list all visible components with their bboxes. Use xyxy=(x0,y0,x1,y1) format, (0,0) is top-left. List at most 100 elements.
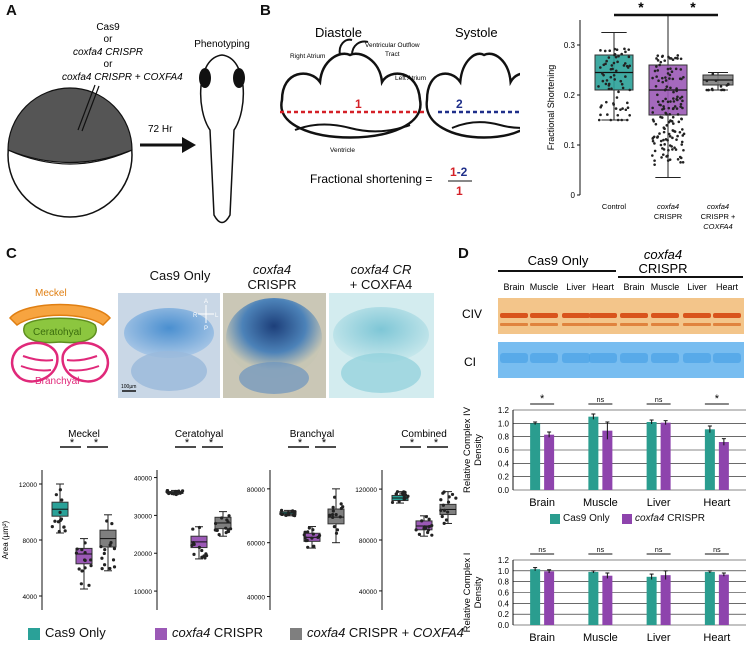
data-point xyxy=(679,68,683,71)
phenotyping-label: Phenotyping xyxy=(194,39,250,50)
data-point xyxy=(175,490,179,494)
photo-cas9-only xyxy=(118,293,220,398)
civ-band xyxy=(530,313,558,318)
significance-label: ns xyxy=(597,547,605,554)
data-point xyxy=(665,113,668,116)
y-tick-label: 40000 xyxy=(134,476,152,483)
data-point xyxy=(99,545,103,549)
data-point xyxy=(311,528,315,532)
data-point xyxy=(621,86,625,90)
data-point xyxy=(53,519,57,523)
data-point xyxy=(417,532,422,536)
data-point xyxy=(669,67,672,70)
data-point xyxy=(624,50,627,54)
data-point xyxy=(656,59,660,62)
data-point xyxy=(656,100,660,104)
data-point xyxy=(307,526,311,530)
y-tick-label: 40000 xyxy=(359,589,377,596)
y-tick-label: 4000 xyxy=(23,594,38,601)
data-point xyxy=(670,145,673,148)
data-point xyxy=(679,105,682,108)
data-point xyxy=(447,495,451,499)
data-point xyxy=(675,107,679,110)
data-point xyxy=(626,66,630,69)
data-point xyxy=(102,551,106,556)
data-point xyxy=(660,116,664,119)
systole-number: 2 xyxy=(456,97,463,111)
bar xyxy=(704,429,715,490)
legend-d-swatch-crispr xyxy=(622,514,632,524)
data-point xyxy=(400,491,404,496)
data-point xyxy=(668,77,671,80)
data-point xyxy=(661,76,664,80)
data-point xyxy=(667,106,671,110)
blot-header-crispr-gene: coxfa4 xyxy=(644,247,682,262)
lane-label: Liver xyxy=(566,282,586,292)
data-point xyxy=(224,526,228,530)
panel-a-figure: Cas9 or coxfa4 CRISPR or coxfa4 CRISPR +… xyxy=(7,22,250,224)
data-point xyxy=(682,132,686,136)
y-tick-label: 8000 xyxy=(23,538,38,545)
data-point xyxy=(656,93,659,97)
data-point xyxy=(612,103,616,106)
data-point xyxy=(613,52,617,56)
data-point xyxy=(87,583,91,587)
data-point xyxy=(671,58,675,61)
data-point xyxy=(169,491,173,495)
axis-a-label: A xyxy=(204,299,208,305)
bar xyxy=(718,574,729,625)
data-point xyxy=(599,66,602,69)
data-point xyxy=(83,566,87,570)
significance-star: * xyxy=(410,437,415,449)
legend-label-crispr: coxfa4 CRISPR xyxy=(172,625,263,640)
data-point xyxy=(678,130,682,134)
data-point xyxy=(331,509,335,513)
photo-header-crispr-label: CRISPR xyxy=(247,277,297,292)
data-point xyxy=(668,158,672,161)
outflow-tract-label: Tract xyxy=(385,51,400,58)
bar xyxy=(544,571,555,625)
y-tick-label: 20000 xyxy=(134,551,152,558)
y-tick-label: 120000 xyxy=(355,487,377,494)
data-point xyxy=(613,47,617,51)
data-point xyxy=(661,80,665,84)
data-point xyxy=(656,69,660,72)
data-point xyxy=(719,85,723,88)
bar xyxy=(718,442,729,490)
data-point xyxy=(671,148,674,151)
civ-band xyxy=(713,313,741,318)
data-point xyxy=(280,512,284,517)
significance-label: ns xyxy=(538,547,546,554)
bar xyxy=(660,422,671,490)
category-label: COXFA4 xyxy=(703,222,732,231)
photo-header-crispr-gene: coxfa4 xyxy=(252,262,292,277)
data-point xyxy=(722,88,726,92)
data-point xyxy=(335,528,340,532)
data-point xyxy=(668,135,672,138)
data-point xyxy=(655,57,658,60)
fs-formula-denominator: 1 xyxy=(456,184,463,198)
data-point xyxy=(430,523,434,528)
legend-d-swatch-cas9 xyxy=(550,514,560,524)
legend-label-crispr-text: CRISPR xyxy=(210,625,264,640)
data-point xyxy=(605,79,609,82)
civ-band xyxy=(683,313,711,318)
data-point xyxy=(339,502,343,506)
data-point xyxy=(651,139,655,143)
category-label: Control xyxy=(602,202,627,211)
data-point xyxy=(192,542,196,546)
panel-letter-a: A xyxy=(6,2,17,19)
category-label: coxfa4 xyxy=(707,202,729,211)
y-tick-label: 0.2 xyxy=(498,610,510,619)
data-point xyxy=(711,88,714,92)
y-tick-label: 40000 xyxy=(247,595,265,602)
bar xyxy=(588,416,599,490)
legend-d-label-cas9: Cas9 Only xyxy=(563,513,610,524)
category-label: Liver xyxy=(647,497,671,509)
data-point xyxy=(653,69,657,73)
bar xyxy=(602,430,613,490)
data-point xyxy=(215,528,219,532)
data-point xyxy=(439,498,443,502)
